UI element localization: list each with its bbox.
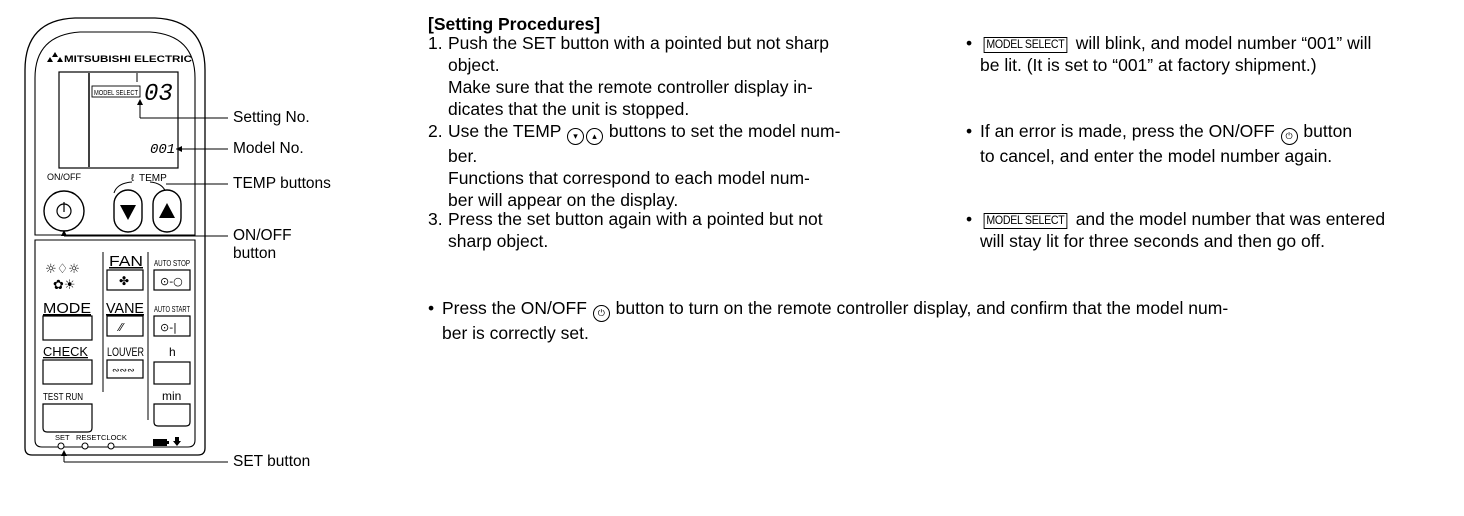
- svg-text:MODE: MODE: [43, 300, 91, 317]
- svg-text:RESET: RESET: [76, 433, 101, 442]
- test-run-button[interactable]: [42, 403, 93, 433]
- clock-button-hole[interactable]: [107, 442, 115, 450]
- set-button-hole[interactable]: [57, 442, 65, 450]
- thermometer-icon: ℓ: [131, 173, 135, 184]
- svg-text:min: min: [162, 389, 181, 403]
- louver-button[interactable]: [106, 359, 144, 379]
- procedure-heading: [Setting Procedures]: [428, 14, 601, 34]
- auto-stop-button[interactable]: [153, 269, 191, 291]
- callout-set-button: SET button: [233, 453, 311, 470]
- temp-up-icon: ▴: [586, 128, 604, 145]
- svg-text:⁄⁄: ⁄⁄: [116, 321, 125, 334]
- svg-text:⊙-○: ⊙-○: [160, 275, 183, 288]
- svg-text:✤: ✤: [119, 274, 129, 288]
- reset-button-hole[interactable]: [81, 442, 89, 450]
- svg-text:FAN: FAN: [109, 253, 143, 270]
- svg-text:⊙-|: ⊙-|: [160, 321, 177, 334]
- svg-text:∾∾∾: ∾∾∾: [112, 366, 135, 376]
- callout-temp-buttons: TEMP buttons: [233, 175, 331, 192]
- mode-button[interactable]: [42, 315, 93, 341]
- svg-text:AUTO START: AUTO START: [154, 304, 190, 314]
- remote-controller-illustration: MITSUBISHI ELECTRIC MODEL SELECT 03 001 …: [24, 17, 228, 463]
- remote-lower-panel: [34, 239, 196, 448]
- svg-text:CHECK: CHECK: [43, 344, 88, 359]
- display-model-select-tag: [91, 85, 141, 98]
- on-off-icon: ⏻: [1280, 128, 1298, 145]
- temp-down-icon: ▾: [567, 128, 585, 145]
- hour-button[interactable]: [153, 361, 191, 385]
- vane-button[interactable]: [106, 315, 144, 337]
- auto-start-button[interactable]: [153, 315, 191, 337]
- temp-up-button[interactable]: [152, 189, 182, 233]
- svg-text:LOUVER: LOUVER: [107, 345, 144, 359]
- callout-on-off-button: ON/OFF button: [233, 227, 292, 262]
- model-select-tag: MODEL SELECT: [983, 37, 1068, 53]
- callout-setting-no: Setting No.: [233, 109, 310, 126]
- display-model-no: 001: [150, 142, 175, 158]
- svg-text:VANE: VANE: [106, 300, 144, 317]
- svg-text:✿☀: ✿☀: [53, 278, 76, 293]
- callout-model-no: Model No.: [233, 140, 304, 157]
- svg-text:AUTO STOP: AUTO STOP: [154, 258, 190, 268]
- svg-text:SET: SET: [55, 433, 70, 442]
- svg-text:MODEL SELECT: MODEL SELECT: [94, 88, 138, 97]
- brand-name: MITSUBISHI ELECTRIC: [64, 54, 193, 64]
- svg-text:TEST RUN: TEST RUN: [43, 392, 83, 403]
- svg-text:ON/OFF: ON/OFF: [47, 172, 81, 182]
- battery-icon: [153, 437, 181, 446]
- display-setting-no: 03: [144, 81, 173, 108]
- svg-text:CLOCK: CLOCK: [101, 433, 127, 442]
- mitsubishi-logo: [47, 52, 63, 62]
- mode-icons: ☼♢☼: [45, 262, 80, 277]
- on-off-icon: ⏻: [592, 305, 610, 322]
- minute-button[interactable]: [153, 403, 191, 427]
- check-button[interactable]: [42, 359, 93, 385]
- svg-text:TEMP: TEMP: [139, 173, 167, 184]
- on-off-button[interactable]: [43, 190, 85, 232]
- fan-button[interactable]: [106, 269, 144, 291]
- temp-down-button[interactable]: [113, 189, 143, 233]
- svg-text:h: h: [169, 345, 176, 359]
- model-select-tag: MODEL SELECT: [983, 213, 1068, 229]
